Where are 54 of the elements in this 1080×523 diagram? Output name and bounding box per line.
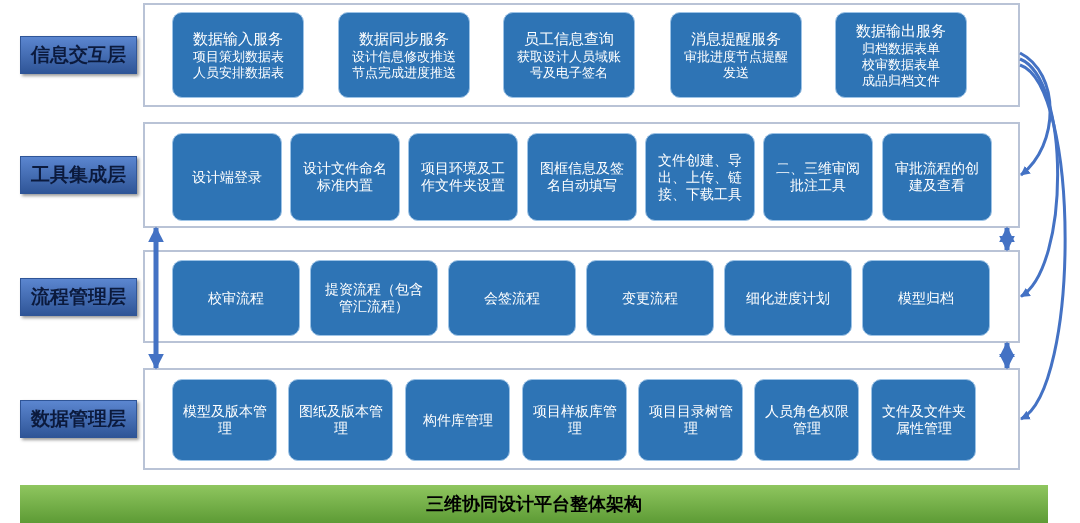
layer-label: 数据管理层 [20, 400, 137, 438]
layer-label: 工具集成层 [20, 156, 137, 194]
function-box: 模型及版本管理 [172, 379, 277, 461]
arrow [999, 341, 1015, 370]
platform-band: 三维协同设计平台整体架构 [20, 485, 1048, 523]
arrow [1019, 63, 1067, 421]
function-box [670, 12, 802, 98]
function-box: 人员角色权限管理 [754, 379, 859, 461]
layer-panel [143, 3, 1020, 107]
function-box: 细化进度计划 [724, 260, 852, 336]
box-heading: 消息提醒服务 [691, 29, 781, 49]
function-box: 设计端登录 [172, 133, 282, 221]
function-box: 文件创建、导出、上传、链接、下载工具 [645, 133, 755, 221]
function-box: 校审流程 [172, 260, 300, 336]
function-box: 模型归档 [862, 260, 990, 336]
function-box: 项目目录树管理 [638, 379, 743, 461]
function-box [503, 12, 635, 98]
arrow [148, 226, 164, 370]
arrow [1019, 57, 1060, 298]
function-box: 图纸及版本管理 [288, 379, 393, 461]
function-box: 项目环境及工作文件夹设置 [408, 133, 518, 221]
box-item: 人员安排数据表 [192, 64, 284, 81]
function-box: 项目样板库管理 [522, 379, 627, 461]
function-box: 审批流程的创建及查看 [882, 133, 992, 221]
arrow [999, 226, 1015, 252]
layer-panel [143, 122, 1020, 228]
function-box [835, 12, 967, 98]
function-box: 变更流程 [586, 260, 714, 336]
box-item: 审批进度节点提醒发送 [683, 48, 789, 81]
layer-label: 流程管理层 [20, 277, 137, 316]
box-item: 归档数据表单 [862, 40, 940, 57]
box-heading: 数据同步服务 [359, 29, 449, 49]
function-box: 提资流程（包含管汇流程） [310, 260, 438, 336]
box-item: 设计信息修改推送 [352, 48, 456, 65]
box-heading: 员工信息查询 [524, 29, 614, 49]
function-box [338, 12, 470, 98]
function-box: 构件库管理 [405, 379, 510, 461]
box-item: 成品归档文件 [862, 72, 940, 89]
box-heading: 数据输出服务 [856, 21, 946, 41]
box-item: 获取设计人员域账号及电子签名 [516, 48, 622, 81]
layer-label: 信息交互层 [20, 36, 137, 74]
function-box: 会签流程 [448, 260, 576, 336]
box-item: 项目策划数据表 [192, 48, 284, 65]
layer-panel [143, 250, 1020, 343]
arrow [1019, 51, 1052, 177]
box-heading: 数据输入服务 [193, 29, 283, 49]
function-box: 设计文件命名标准内置 [290, 133, 400, 221]
layer-panel [143, 368, 1020, 470]
box-item: 节点完成进度推送 [352, 64, 456, 81]
function-box: 图框信息及签名自动填写 [527, 133, 637, 221]
function-box: 二、三维审阅批注工具 [763, 133, 873, 221]
function-box: 文件及文件夹属性管理 [871, 379, 976, 461]
function-box [172, 12, 304, 98]
box-item: 校审数据表单 [862, 56, 940, 73]
